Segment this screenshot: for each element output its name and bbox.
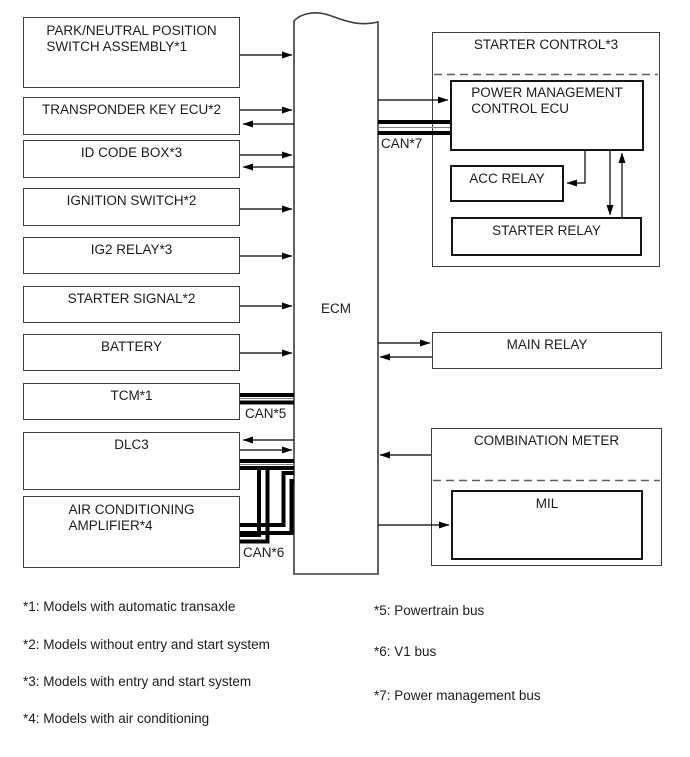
box-label: AMPLIFIER*4 [68,518,153,533]
can6-bus-dlc3 [240,459,294,470]
can5-bus [240,393,294,405]
box-ignition-switch: IGNITION SWITCH*2 [23,188,240,226]
can7-bus-label: CAN*7 [381,136,423,151]
box-label: CONTROL ECU [471,101,569,116]
box-label: COMBINATION METER [473,433,620,448]
footnote-6: *6: V1 bus [374,644,437,659]
box-starter-relay: STARTER RELAY [451,217,642,256]
box-transponder-key-ecu: TRANSPONDER KEY ECU*2 [23,97,240,135]
can6-bus-label: CAN*6 [243,545,285,560]
box-battery: BATTERY [23,334,240,371]
box-label: IGNITION SWITCH*2 [66,193,197,208]
box-label: DLC3 [114,437,149,452]
box-label: MAIN RELAY [506,337,588,352]
box-starter-signal: STARTER SIGNAL*2 [23,286,240,323]
box-label: ACC RELAY [469,171,545,186]
box-label: PARK/NEUTRAL POSITION [46,23,217,38]
ecm-box [293,12,379,575]
box-main-relay: MAIN RELAY [432,332,662,369]
footnote-5: *5: Powertrain bus [374,603,485,618]
footnote-4: *4: Models with air conditioning [23,711,210,726]
box-power-management-ecu: POWER MANAGEMENT CONTROL ECU [450,80,644,151]
box-label: MIL [535,496,559,511]
can6-bus-line [240,467,270,544]
can5-bus-label: CAN*5 [245,406,287,421]
box-label: POWER MANAGEMENT [471,85,623,100]
box-label: TCM*1 [110,388,153,403]
box-label: STARTER SIGNAL*2 [67,291,196,306]
box-starter-control: STARTER CONTROL*3 [432,32,660,267]
box-dlc3: DLC3 [23,432,240,490]
ecm-label: ECM [321,301,351,316]
footnote-3: *3: Models with entry and start system [23,674,252,689]
footnote-7: *7: Power management bus [374,688,541,703]
box-label: SWITCH ASSEMBLY*1 [46,39,188,54]
box-label: AIR CONDITIONING [68,502,195,517]
box-label: TRANSPONDER KEY ECU*2 [41,102,222,117]
footnote-2: *2: Models without entry and start syste… [23,637,270,652]
box-ac-amplifier: AIR CONDITIONING AMPLIFIER*4 [23,496,240,568]
box-label: ID CODE BOX*3 [80,145,183,160]
box-acc-relay: ACC RELAY [450,165,564,202]
box-ig2-relay: IG2 RELAY*3 [23,237,240,274]
box-park-neutral-switch: PARK/NEUTRAL POSITION SWITCH ASSEMBLY*1 [23,17,240,88]
footnote-1: *1: Models with automatic transaxle [23,599,236,614]
box-label: STARTER RELAY [492,223,601,238]
signal-arrows [240,51,294,454]
box-mil: MIL [451,490,643,560]
box-combination-meter: COMBINATION METER [431,428,662,566]
can6-bus-ac-amplifier [240,467,294,544]
box-label: IG2 RELAY*3 [90,242,173,257]
box-tcm: TCM*1 [23,383,240,420]
box-label: BATTERY [100,339,162,354]
box-id-code-box: ID CODE BOX*3 [23,140,240,178]
can6-bus-line [240,467,261,537]
can6-bus-line [240,471,294,527]
box-label: STARTER CONTROL*3 [473,37,619,52]
can6-bus-line [240,479,294,535]
